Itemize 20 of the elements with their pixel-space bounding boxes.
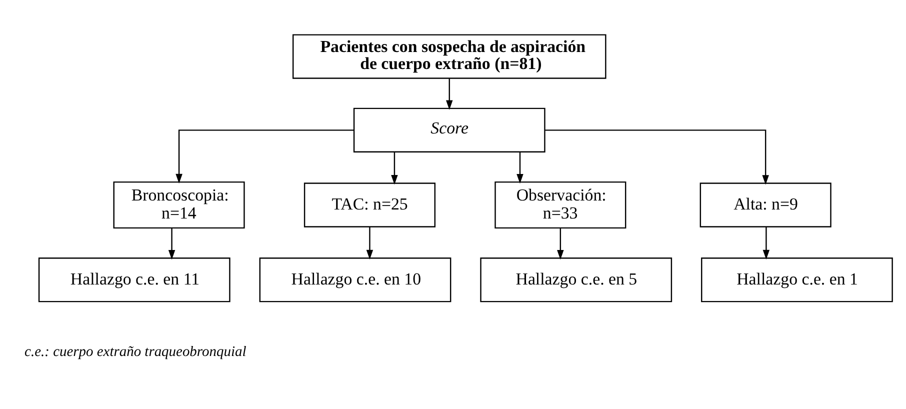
arrow [391,152,398,184]
arrow [446,78,453,110]
node-box: Hallazgo c.e. en 1 [701,257,893,302]
arrow [545,129,769,184]
arrow [168,228,176,260]
node-box: Score [353,107,546,152]
arrow [557,228,564,260]
arrow [366,226,374,259]
arrow [762,226,770,259]
arrow [176,129,354,184]
arrow [516,152,524,184]
node-box: Hallazgo c.e. en 11 [38,257,230,302]
node-box: Hallazgo c.e. en 10 [259,257,452,302]
node-box: Broncoscopia: n=14 [113,180,245,228]
node-box: Pacientes con sospecha de aspiración de cuerpo extraño (n=81) [292,34,606,78]
node-box: TAC: n=25 [304,182,436,227]
node-box: Observación: n=33 [494,180,626,228]
node-box: Alta: n=9 [700,182,832,227]
node-box: Hallazgo c.e. en 5 [480,257,672,302]
label: c.e.: cuerpo extraño traqueobronquial [24,343,246,360]
